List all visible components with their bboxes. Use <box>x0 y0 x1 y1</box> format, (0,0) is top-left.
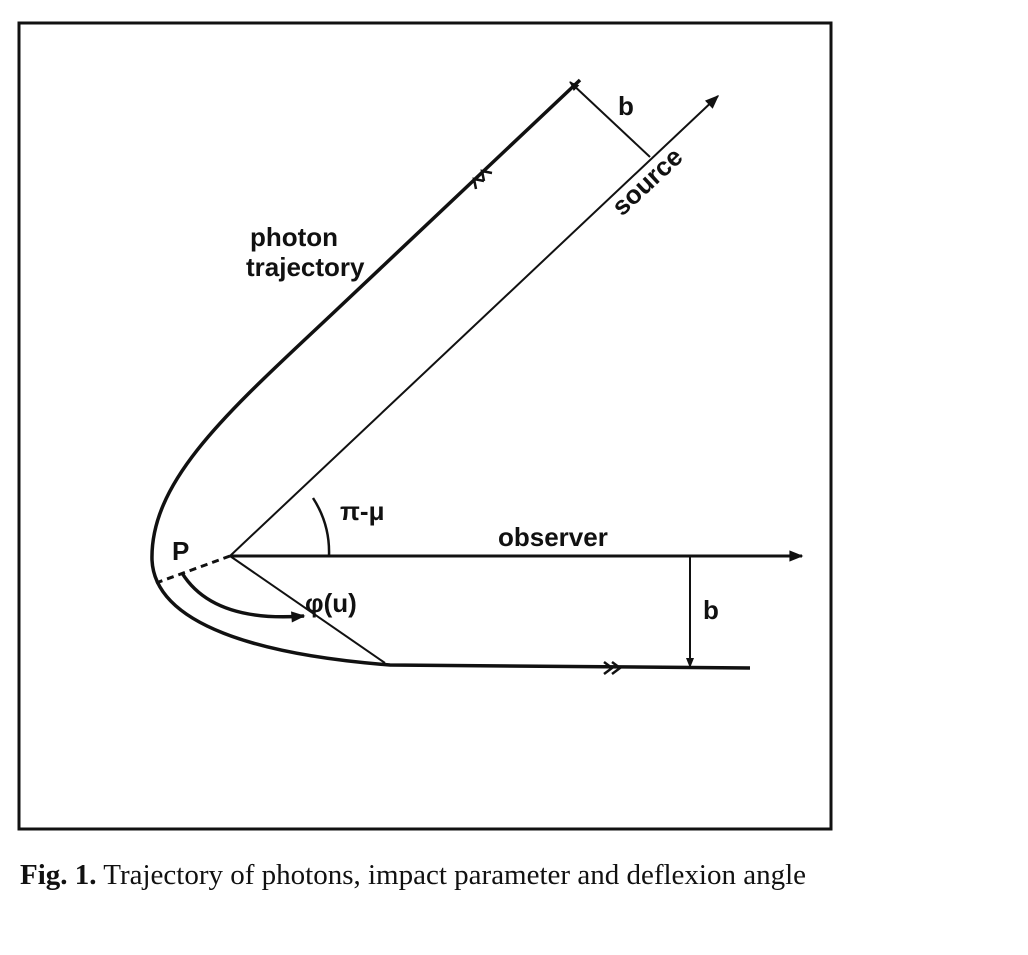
label-phi: φ(u) <box>305 588 357 618</box>
label-observer: observer <box>498 522 608 552</box>
direction-arrow-top <box>472 169 493 190</box>
angle-arc <box>311 497 331 557</box>
photon-trajectory <box>150 78 751 670</box>
radial-line <box>229 555 386 664</box>
impact-parameter-top <box>569 81 651 158</box>
caption-text: Trajectory of photons, impact parameter … <box>96 859 807 891</box>
phi-arc <box>180 572 306 623</box>
label-point-p: P <box>172 536 189 566</box>
direction-arrow-bottom <box>603 661 623 675</box>
figure-caption: Fig. 1. Trajectory of photons, impact pa… <box>20 856 1010 894</box>
label-trajectory: trajectory <box>246 252 365 282</box>
dashed-line <box>155 554 231 585</box>
label-angle: π-μ <box>340 496 384 526</box>
figure-frame <box>17 21 833 831</box>
label-b-top: b <box>618 91 634 121</box>
label-b-right: b <box>703 595 719 625</box>
source-line <box>229 95 720 557</box>
label-photon: photon <box>250 222 338 252</box>
caption-label: Fig. 1. <box>20 859 97 891</box>
